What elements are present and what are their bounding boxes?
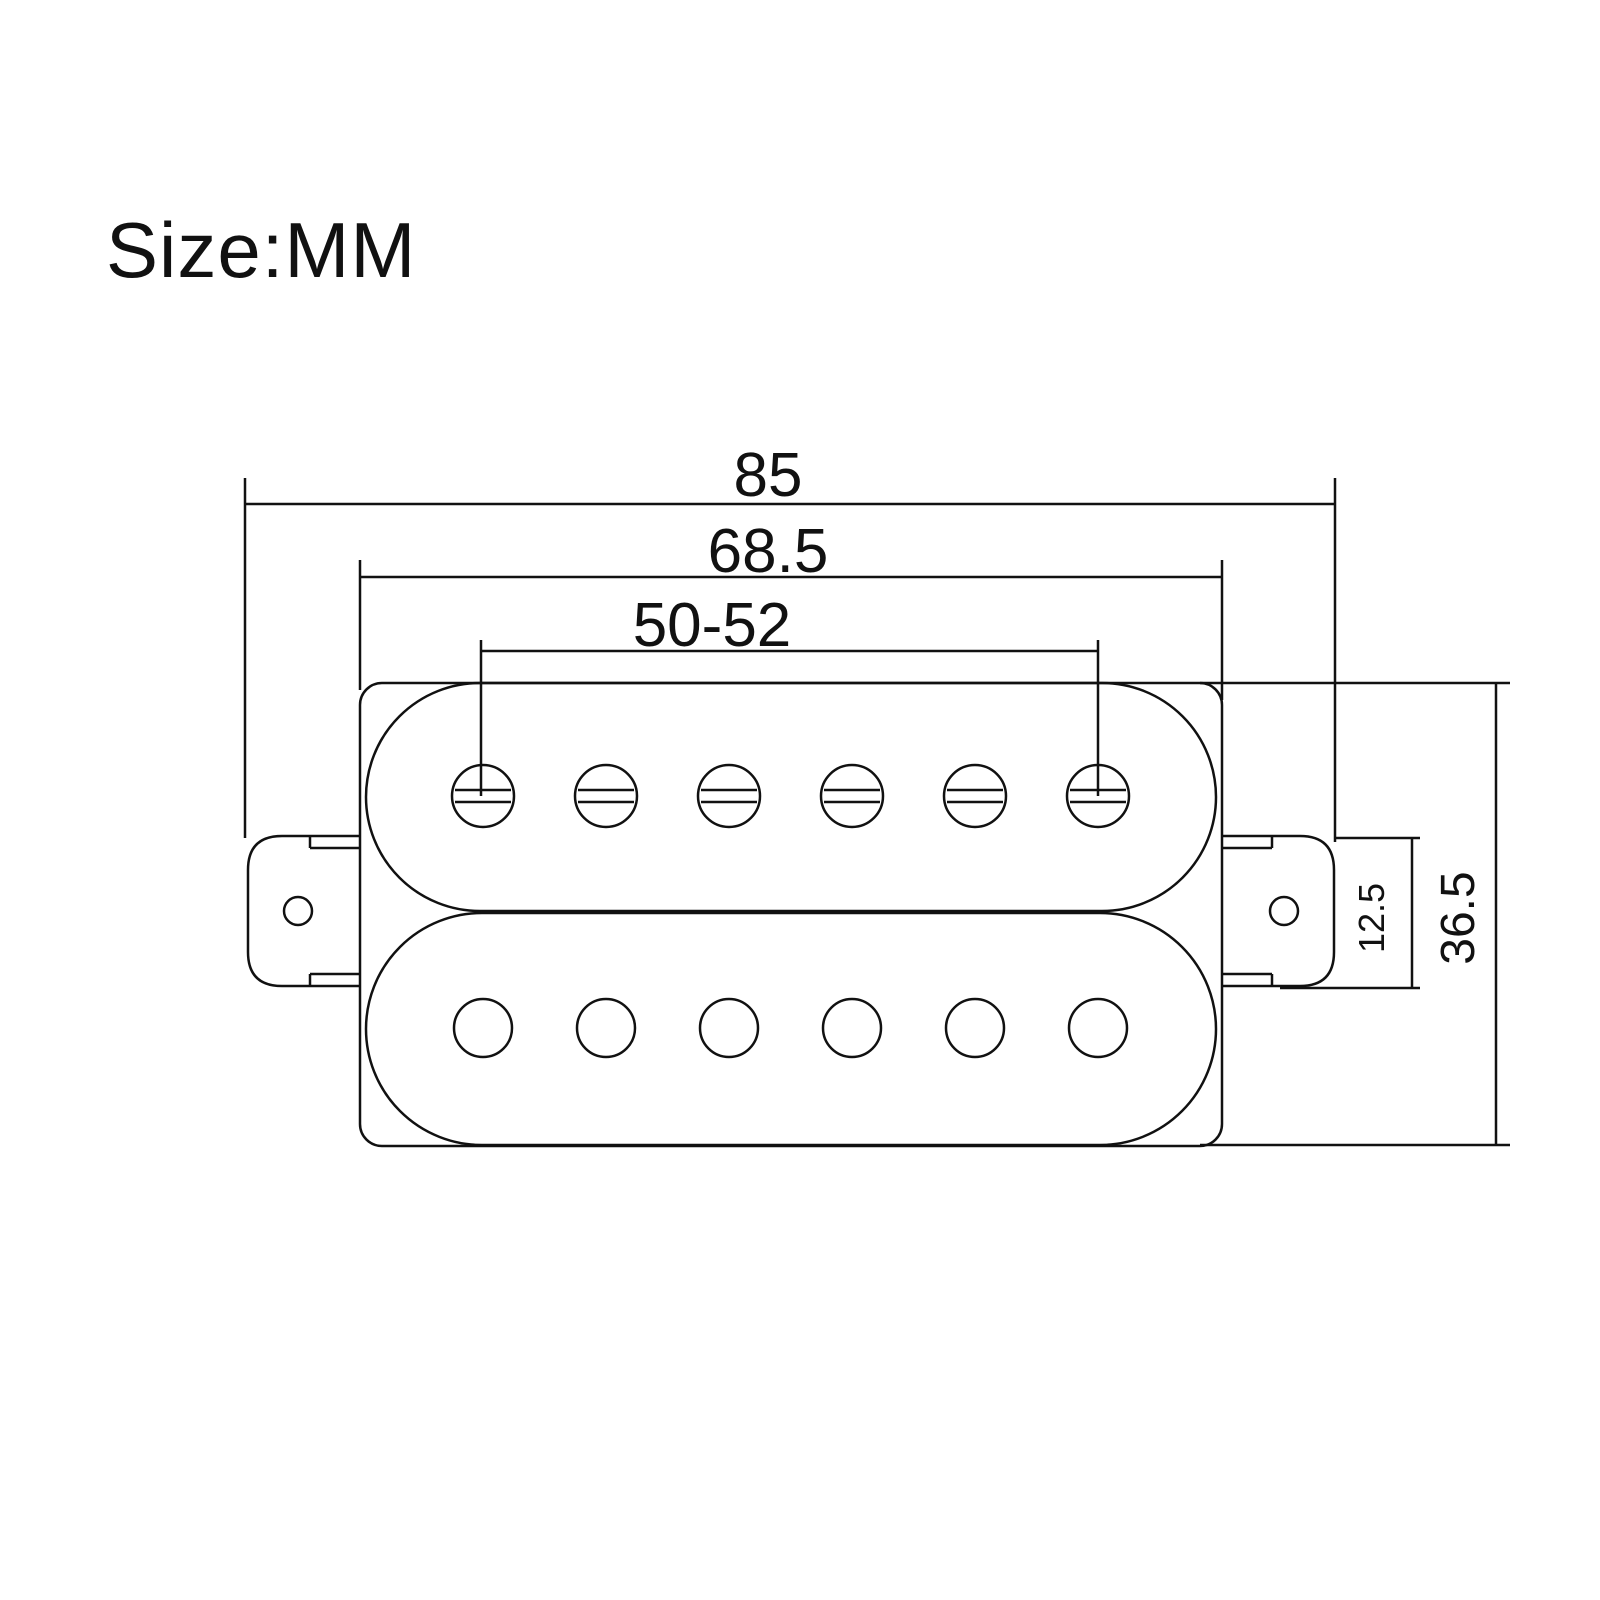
dimension-pole-spacing xyxy=(479,640,1100,796)
dimension-tab-height xyxy=(1280,836,1420,990)
pickup-base xyxy=(358,681,1224,1148)
page-title: Size:MM xyxy=(106,206,417,294)
screw-pole xyxy=(819,763,885,829)
screw-pole-row xyxy=(450,763,1131,829)
dimension-cover-length xyxy=(358,560,1224,700)
dimension-overall-width xyxy=(1200,681,1510,1147)
screw-pole xyxy=(696,763,762,829)
tab-outline xyxy=(246,834,360,988)
top-bobbin xyxy=(364,681,1218,913)
tab-outline xyxy=(1222,834,1336,988)
mounting-hole xyxy=(282,895,314,927)
slug-pole xyxy=(1067,997,1129,1059)
mounting-hole xyxy=(1268,895,1300,927)
label-overall-length: 85 xyxy=(734,441,803,510)
label-cover-length: 68.5 xyxy=(708,517,829,586)
screw-pole xyxy=(573,763,639,829)
screw-pole xyxy=(450,763,516,829)
label-pole-spacing: 50-52 xyxy=(633,591,792,660)
dimension-overall-length xyxy=(243,478,1337,842)
bottom-bobbin xyxy=(364,911,1218,1147)
slug-pole xyxy=(575,997,637,1059)
slug-pole xyxy=(698,997,760,1059)
right-mounting-tab xyxy=(1222,834,1336,988)
screw-pole xyxy=(1065,763,1131,829)
slug-pole-row xyxy=(452,997,1129,1059)
slug-pole xyxy=(944,997,1006,1059)
label-tab-height: 12.5 xyxy=(1351,883,1392,953)
slug-pole xyxy=(452,997,514,1059)
label-overall-width: 36.5 xyxy=(1432,871,1485,964)
slug-pole xyxy=(821,997,883,1059)
left-mounting-tab xyxy=(246,834,360,988)
screw-pole xyxy=(942,763,1008,829)
